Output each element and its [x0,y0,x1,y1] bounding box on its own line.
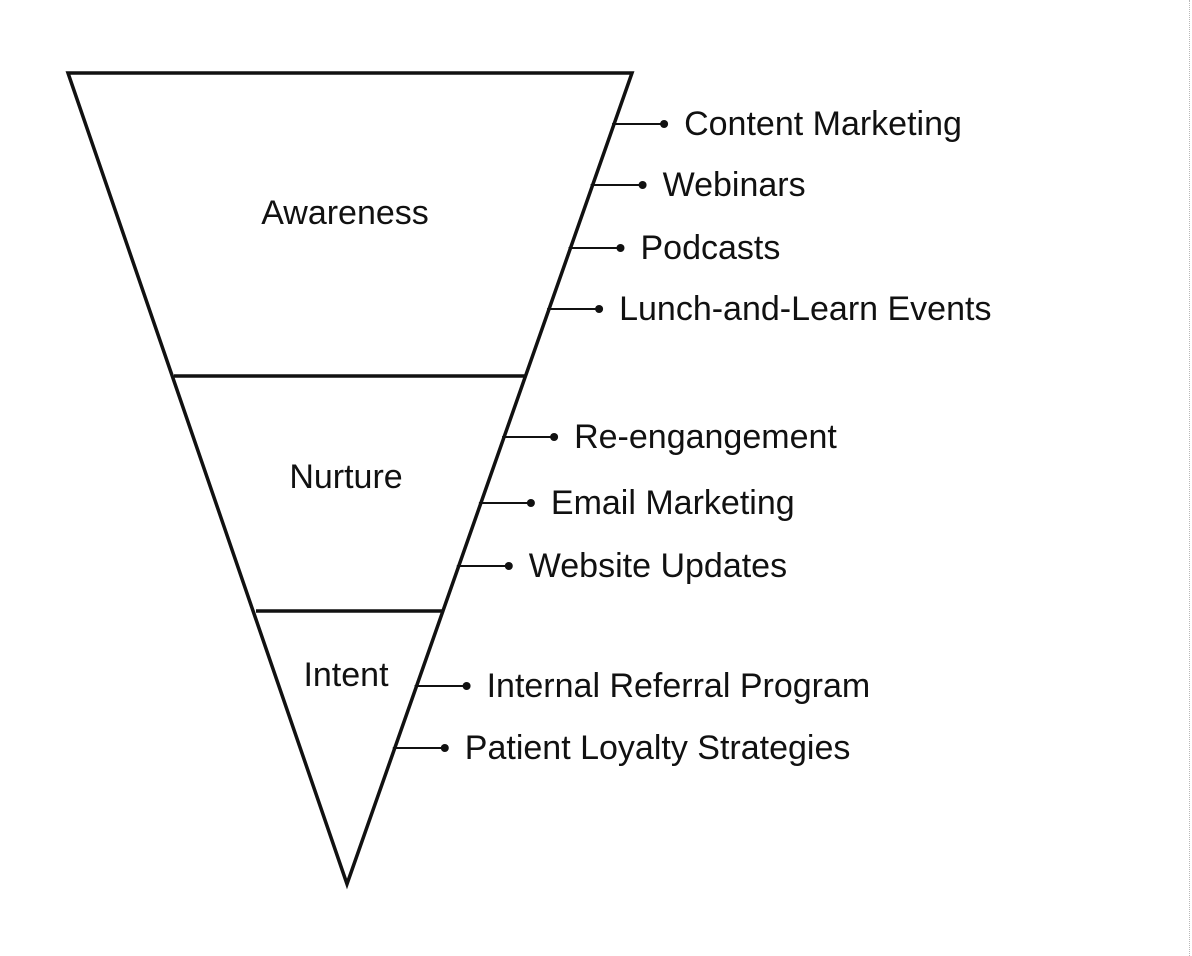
tactic-bullet-dot [660,120,669,128]
stage-label-awareness: Awareness [261,194,429,232]
tactic-bullet-dot [440,744,449,752]
tactic-label: Patient Loyalty Strategies [465,729,851,767]
tactic-label: Email Marketing [551,484,795,522]
tactic-label: Webinars [663,166,806,204]
tactic-callouts: Content MarketingWebinarsPodcastsLunch-a… [392,105,991,767]
tactic-label: Lunch-and-Learn Events [619,290,991,328]
tactic-label: Re-engangement [574,418,837,456]
page-edge-divider [1189,0,1190,956]
stage-label-intent: Intent [303,656,389,694]
tactic-bullet-dot [526,499,535,507]
tactic-bullet-dot [462,682,471,690]
tactic-label: Podcasts [641,229,781,267]
tactic-bullet-dot [595,305,604,313]
funnel-outline [65,71,635,890]
tactic-bullet-dot [638,181,647,189]
tactic-bullet-dot [616,244,625,252]
stage-label-nurture: Nurture [289,458,402,496]
tactic-bullet-dot [504,562,513,570]
tactic-label: Content Marketing [684,105,962,143]
tactic-label: Internal Referral Program [487,667,871,705]
tactic-label: Website Updates [529,547,787,585]
tactic-bullet-dot [550,433,559,441]
